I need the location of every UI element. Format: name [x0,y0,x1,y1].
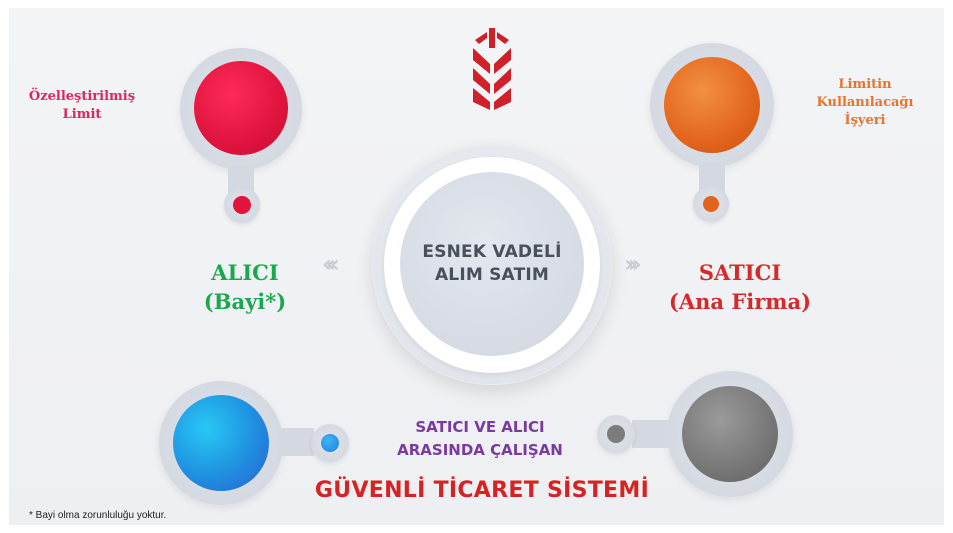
right-note-line-3: İşyeri [844,113,886,128]
seller-title: SATICI [698,260,782,285]
top-right-knob [693,186,729,222]
buyer-subtitle: (Bayi*) [203,289,287,314]
right-note: Limitin Kullanılacağı İşyeri [800,76,930,130]
bottom-subtitle: SATICI VE ALICI ARASINDA ÇALIŞAN [365,416,595,462]
left-note-line-1: Özelleştirilmiş [28,89,136,104]
bank-logo-icon [473,28,511,110]
bottom-left-bubble [159,381,283,505]
red-circle [194,61,288,155]
center-line-2: ALIM SATIM [434,265,550,285]
right-note-line-2: Kullanılacağı [816,95,914,110]
seller-label: SATICI (Ana Firma) [650,258,830,316]
footnote: * Bayi olma zorunluluğu yoktur. [29,510,167,521]
bottom-line-1: SATICI VE ALICI [415,418,545,436]
top-right-bubble [650,43,774,167]
seller-subtitle: (Ana Firma) [668,289,812,314]
bottom-headline: GÜVENLİ TİCARET SİSTEMİ [314,478,650,503]
buyer-title: ALICI [211,260,279,285]
gray-circle [682,386,778,482]
top-left-bubble [180,48,302,170]
blue-circle [173,395,269,491]
right-chevrons-icon: ››› [624,250,642,278]
center-circle: ESNEK VADELİ ALIM SATIM [400,172,584,356]
right-note-line-1: Limitin [838,77,892,92]
left-note: Özelleştirilmiş Limit [22,88,142,124]
bottom-right-bubble [667,371,793,497]
left-chevrons-icon: ‹‹‹ [322,250,340,278]
bottom-left-knob [311,424,349,462]
bottom-line-2: ARASINDA ÇALIŞAN [397,441,563,459]
bottom-right-connector [632,420,670,448]
buyer-label: ALICI (Bayi*) [180,258,310,316]
center-line-1: ESNEK VADELİ [422,242,562,262]
bottom-left-connector [280,428,314,456]
top-left-knob [224,187,260,223]
left-note-line-2: Limit [62,107,102,122]
bottom-right-knob [597,415,635,453]
orange-circle [664,57,760,153]
